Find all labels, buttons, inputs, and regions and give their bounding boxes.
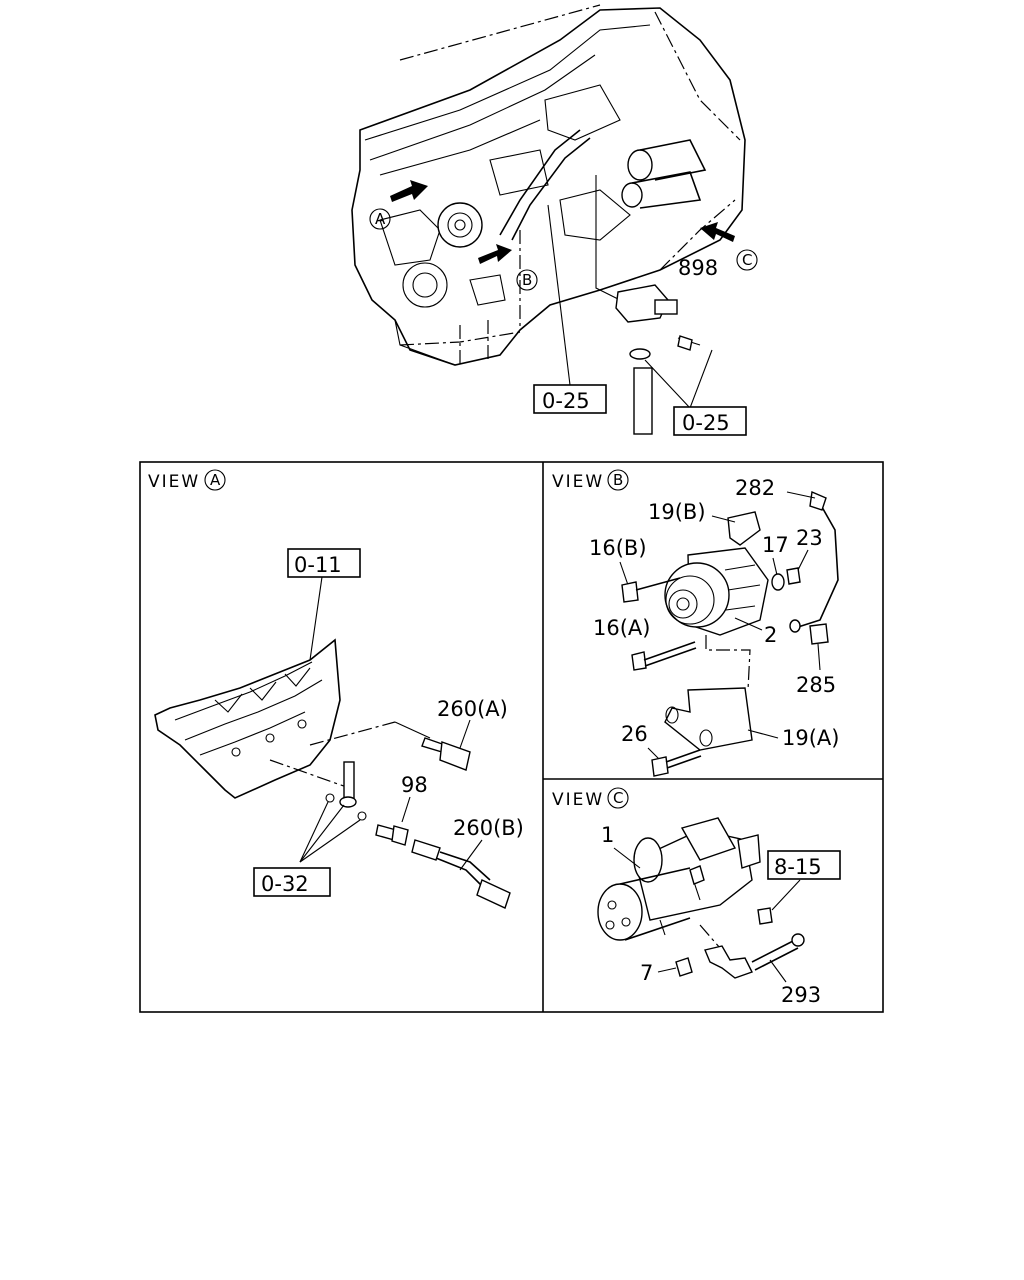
label-260b: 260(B) — [453, 816, 524, 840]
view-marker-b: B — [522, 271, 532, 289]
view-b-title: VIEW — [552, 472, 604, 492]
label-282: 282 — [735, 476, 775, 500]
view-a-panel: VIEW A 0-11 260(A) 98 — [148, 469, 524, 909]
label-17: 17 — [762, 533, 789, 557]
view-b-marker: B — [613, 471, 623, 489]
ref-box-0-25-left: 0-25 — [542, 389, 590, 413]
view-a-title: VIEW — [148, 472, 200, 492]
view-c-marker: C — [613, 789, 623, 807]
view-c-panel: VIEW C 1 8-15 293 7 — [552, 787, 841, 1007]
label-260a: 260(A) — [437, 697, 508, 721]
label-2: 2 — [764, 623, 777, 647]
ref-box-8-15: 8-15 — [774, 855, 822, 879]
ref-box-0-25-right: 0-25 — [682, 411, 730, 435]
engine-overview: A B C 898 0-25 0-25 — [351, 4, 758, 436]
ref-box-0-11: 0-11 — [294, 553, 342, 577]
label-1: 1 — [601, 823, 614, 847]
label-898: 898 — [678, 256, 718, 280]
view-marker-c: C — [742, 251, 752, 269]
view-b-panel: VIEW B 282 19(B) 16(B) 17 23 — [552, 469, 839, 777]
view-a-marker: A — [210, 471, 221, 489]
label-19b: 19(B) — [648, 500, 706, 524]
label-98: 98 — [401, 773, 428, 797]
label-16b: 16(B) — [589, 536, 647, 560]
label-26: 26 — [621, 722, 648, 746]
label-293: 293 — [781, 983, 821, 1007]
label-16a: 16(A) — [593, 616, 650, 640]
view-c-title: VIEW — [552, 790, 604, 810]
view-marker-a: A — [375, 210, 386, 228]
view-frames — [139, 461, 884, 1013]
label-285: 285 — [796, 673, 836, 697]
ref-box-0-32: 0-32 — [261, 872, 309, 896]
label-19a: 19(A) — [782, 726, 839, 750]
label-7: 7 — [640, 961, 653, 985]
label-23: 23 — [796, 526, 823, 550]
